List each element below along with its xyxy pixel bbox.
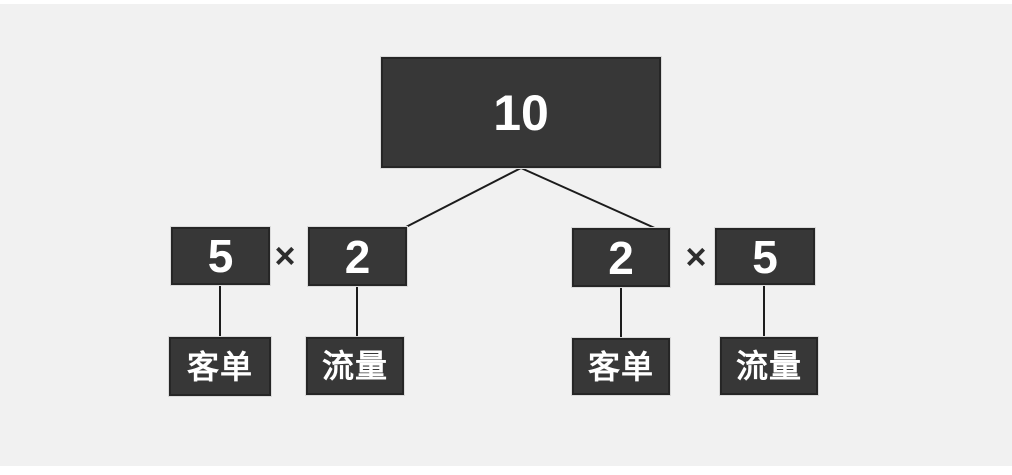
multiply-operator: × xyxy=(274,235,296,276)
factor-label-node: 客单 xyxy=(169,337,271,396)
factor-value-node: 2 xyxy=(572,228,670,287)
factor-label-node: 客单 xyxy=(572,338,670,395)
factor-value-node: 5 xyxy=(715,228,815,285)
root-value-node: 10 xyxy=(381,57,661,168)
factor-value-node: 5 xyxy=(171,227,270,285)
factor-label-node: 流量 xyxy=(720,337,818,395)
factor-value-node: 2 xyxy=(308,227,407,286)
factor-label-node: 流量 xyxy=(306,337,404,395)
multiply-operator: × xyxy=(685,236,707,277)
